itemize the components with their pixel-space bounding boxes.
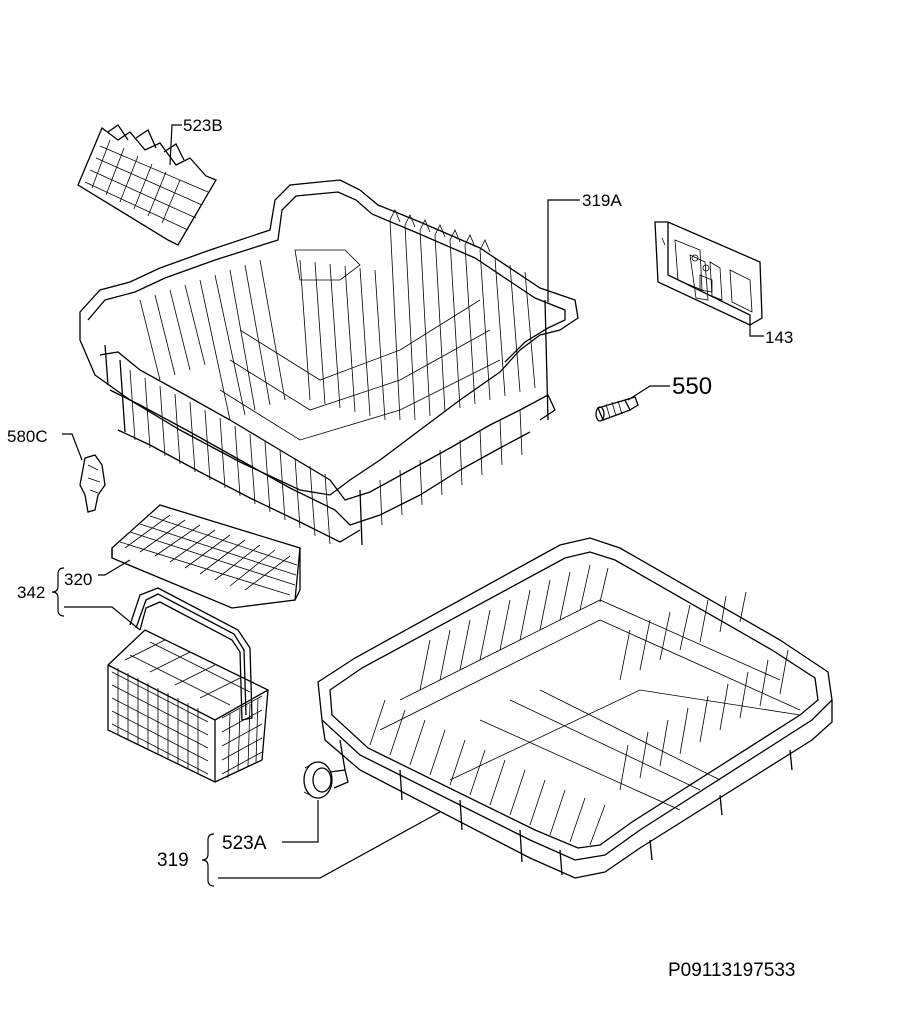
label-580c: 580C — [7, 427, 48, 446]
brace-319 — [201, 833, 215, 887]
part-523b-rack-insert — [77, 124, 217, 246]
part-143-bracket — [654, 221, 763, 326]
label-143: 143 — [765, 328, 793, 347]
label-319a: 319A — [582, 191, 622, 210]
part-320-basket-cover — [111, 504, 301, 609]
leader-lines — [62, 124, 764, 879]
diagram-code: P09113197533 — [668, 960, 796, 981]
brace-342 — [51, 567, 65, 617]
part-319a-upper-basket — [79, 179, 579, 546]
label-523b: 523B — [183, 116, 223, 135]
part-580c-clip — [79, 454, 106, 513]
part-319-lower-basket — [317, 537, 833, 879]
label-523a: 523A — [222, 833, 267, 854]
part-342-cutlery-basket — [107, 587, 269, 783]
part-523a-wheel — [303, 761, 349, 799]
label-320: 320 — [64, 570, 92, 589]
label-550: 550 — [672, 373, 712, 400]
label-319: 319 — [157, 850, 189, 871]
part-550-connector — [595, 396, 639, 422]
label-342: 342 — [17, 583, 45, 602]
